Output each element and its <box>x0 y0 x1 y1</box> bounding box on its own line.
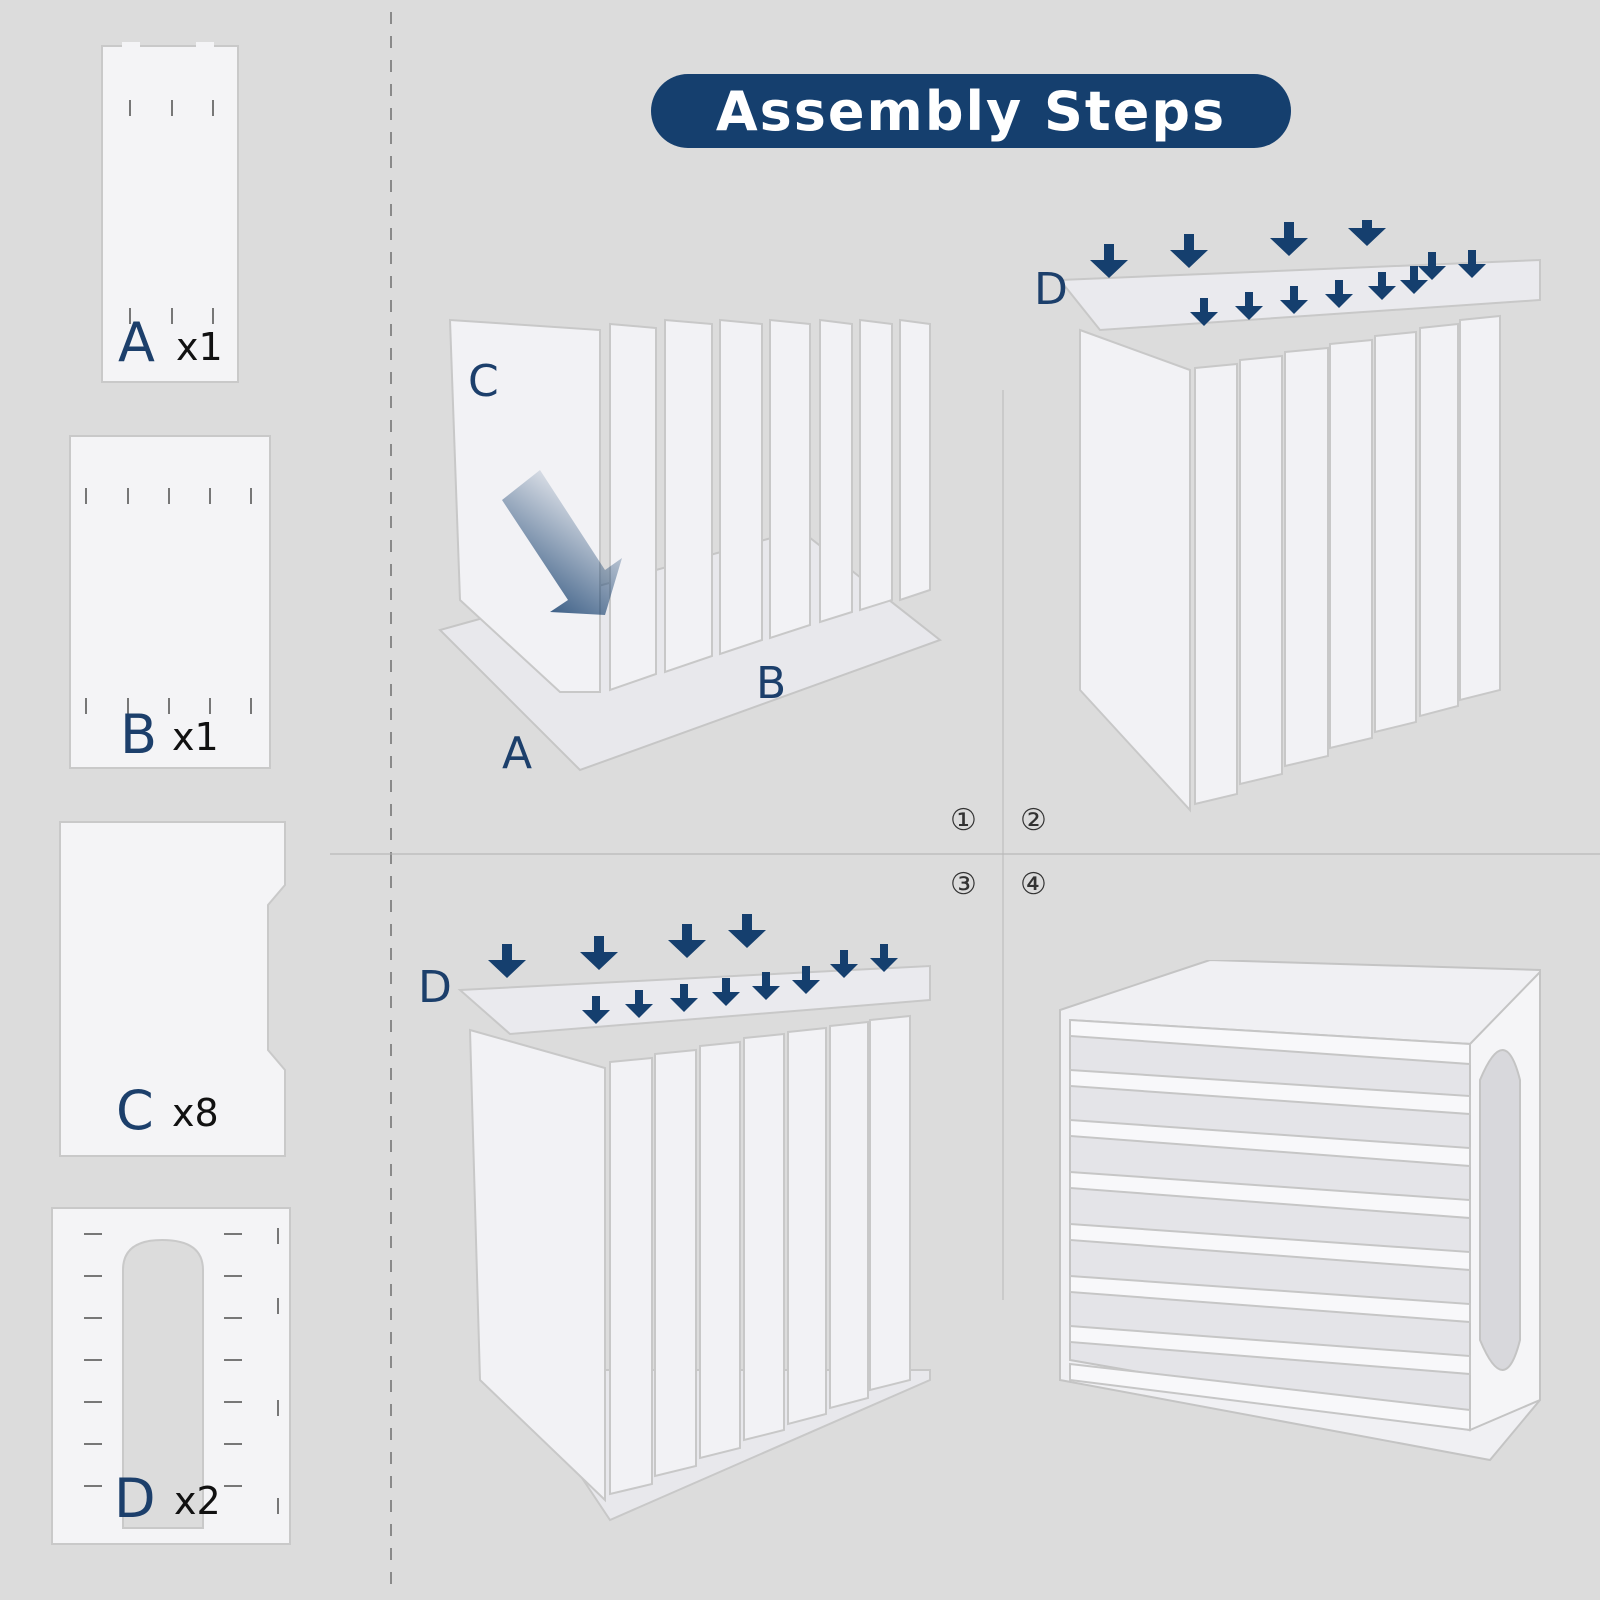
step-2-number: ② <box>1020 803 1047 838</box>
part-a-letter: A <box>118 311 155 374</box>
part-d-panel <box>51 1207 291 1545</box>
step-1-label-c: C <box>468 356 499 407</box>
step-3-number: ③ <box>950 867 977 902</box>
parts-panels <box>51 42 291 1545</box>
step-3-label-d: D <box>418 962 452 1013</box>
part-b-quantity: x1 <box>172 715 219 759</box>
diagonal-arrow-icon <box>502 470 622 615</box>
step-1-label-a: A <box>502 728 533 779</box>
part-b-letter: B <box>120 703 158 766</box>
part-c-panel <box>59 821 286 1157</box>
step-3-illustration <box>457 914 931 1522</box>
step-1-illustration <box>438 318 943 772</box>
down-arrow-icon <box>488 914 898 1024</box>
page-title: Assembly Steps <box>715 79 1227 143</box>
down-arrow-icon <box>1090 220 1486 326</box>
part-d-letter: D <box>114 1467 156 1530</box>
part-a-panel <box>101 42 239 383</box>
step-4-illustration <box>1059 960 1541 1462</box>
step-1-number: ① <box>950 803 977 838</box>
step-2-label-d: D <box>1034 264 1068 315</box>
title-banner: Assembly Steps <box>651 74 1291 148</box>
part-b-panel <box>69 435 271 769</box>
part-d-quantity: x2 <box>174 1479 221 1523</box>
part-c-letter: C <box>116 1079 154 1142</box>
step-2-illustration <box>1060 220 1541 813</box>
part-c-quantity: x8 <box>172 1091 219 1135</box>
part-a-quantity: x1 <box>176 325 223 369</box>
step-4-number: ④ <box>1020 867 1047 902</box>
step-1-label-b: B <box>756 658 787 709</box>
